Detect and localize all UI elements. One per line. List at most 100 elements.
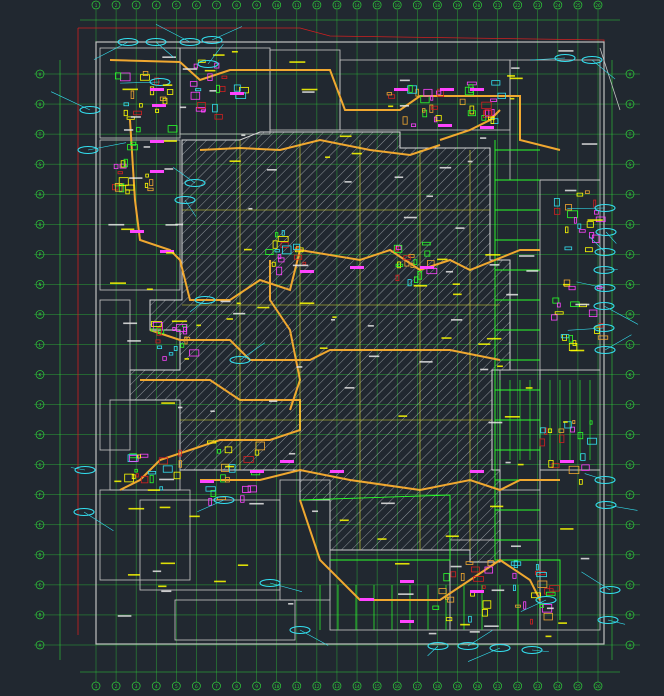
- callout-leader: [467, 630, 493, 647]
- text-annotation: [575, 303, 590, 306]
- axis-label-left: L: [39, 342, 42, 348]
- text-annotation: [241, 134, 246, 137]
- axis-label-bottom: 19: [455, 684, 461, 690]
- text-annotation: [182, 68, 198, 70]
- text-annotation: [129, 177, 143, 179]
- magenta-label-tag: [152, 104, 166, 107]
- axis-bubble-right: [625, 280, 635, 289]
- text-annotation: [351, 152, 362, 155]
- axis-label-bottom: 6: [195, 684, 198, 690]
- text-annotation: [510, 97, 515, 100]
- axis-bubble-bottom: [91, 681, 101, 691]
- text-annotation: [226, 318, 233, 320]
- text-annotation: [381, 502, 395, 505]
- equipment-symbol: [548, 460, 554, 468]
- equipment-symbol: [536, 572, 547, 578]
- text-annotation: [488, 421, 503, 424]
- magenta-label-tag: [230, 92, 244, 95]
- axis-label-bottom: 21: [495, 684, 501, 690]
- callout-leader: [467, 647, 501, 662]
- cyan-callout-tag: [194, 295, 216, 305]
- equipment-symbol: [386, 92, 393, 96]
- axis-label-top: 26: [595, 3, 601, 9]
- text-annotation: [480, 368, 489, 371]
- text-annotation: [445, 270, 454, 273]
- axis-bubble-top: [111, 0, 121, 10]
- equipment-symbol: [397, 261, 401, 269]
- axis-bubble-top: [392, 0, 402, 10]
- axis-bubble-top: [91, 0, 101, 10]
- text-annotation: [403, 216, 417, 219]
- equipment-symbol: [481, 115, 487, 121]
- equipment-symbol: [559, 434, 565, 443]
- equipment-symbol: [173, 346, 178, 351]
- equipment-symbol: [544, 427, 548, 435]
- axis-label-right: D: [629, 553, 632, 559]
- axis-label-left: H: [39, 432, 42, 438]
- cyan-callout-tag: [74, 465, 96, 475]
- text-annotation: [204, 69, 216, 72]
- equipment-symbol: [597, 335, 609, 340]
- axis-label-bottom: 18: [435, 684, 441, 690]
- axis-bubble-left: [35, 580, 45, 590]
- axis-bubble-top: [131, 0, 141, 10]
- equipment-symbol: [578, 479, 583, 485]
- text-annotation: [558, 50, 574, 52]
- equipment-symbol: [162, 465, 173, 473]
- text-annotation: [128, 507, 145, 510]
- equipment-symbol: [395, 245, 402, 250]
- equipment-symbol: [155, 108, 160, 113]
- text-annotation: [301, 88, 318, 91]
- axis-label-top: 11: [294, 3, 300, 9]
- text-annotation: [177, 406, 183, 409]
- equipment-symbol: [414, 276, 419, 283]
- axis-bubble-right: [625, 310, 635, 319]
- axis-label-bottom: 23: [535, 684, 541, 690]
- axis-bubble-top: [272, 0, 282, 10]
- cyan-callout-tag: [535, 595, 557, 605]
- equipment-symbol: [118, 183, 125, 193]
- callout-leader: [567, 327, 605, 331]
- cyan-callout-tag: [117, 37, 139, 47]
- magenta-label-tag: [360, 598, 374, 601]
- cyan-callout-tag: [289, 625, 311, 635]
- axis-bubble-top: [292, 0, 302, 10]
- axis-bubble-left: [35, 249, 45, 259]
- text-annotation: [209, 90, 217, 92]
- axis-label-top: 6: [195, 3, 198, 9]
- axis-bubble-bottom: [151, 681, 161, 691]
- callout-leader: [197, 499, 225, 513]
- equipment-symbol: [543, 612, 553, 621]
- axis-bubble-right: [625, 370, 635, 379]
- text-annotation: [164, 168, 174, 170]
- magenta-label-tag: [160, 250, 174, 253]
- equipment-symbol: [430, 95, 434, 101]
- equipment-symbol: [471, 566, 480, 573]
- axis-bubble-right: [625, 580, 635, 590]
- axis-label-right: P: [629, 252, 632, 258]
- text-annotation: [143, 146, 151, 148]
- axis-label-bottom: 22: [515, 684, 521, 690]
- axis-bubble-bottom: [372, 681, 382, 691]
- equipment-symbol: [134, 468, 138, 473]
- text-annotation: [214, 580, 226, 583]
- equipment-symbol: [443, 573, 450, 582]
- equipment-symbol: [563, 279, 571, 287]
- axis-bubble-right: [625, 159, 635, 169]
- equipment-symbol: [587, 437, 597, 445]
- axis-label-right: J: [629, 402, 632, 408]
- equipment-symbol: [549, 585, 560, 592]
- callout-leader: [530, 57, 566, 61]
- equipment-symbol: [207, 73, 213, 81]
- cyan-callout-tag: [174, 195, 196, 205]
- axis-label-left: C: [39, 583, 42, 589]
- equipment-symbol: [586, 221, 594, 228]
- text-annotation: [257, 306, 270, 309]
- axis-label-right: H: [629, 432, 632, 438]
- axis-bubble-top: [151, 0, 161, 10]
- pipe-main: [299, 494, 451, 561]
- equipment-symbol: [139, 103, 143, 108]
- callout-leader: [584, 473, 606, 481]
